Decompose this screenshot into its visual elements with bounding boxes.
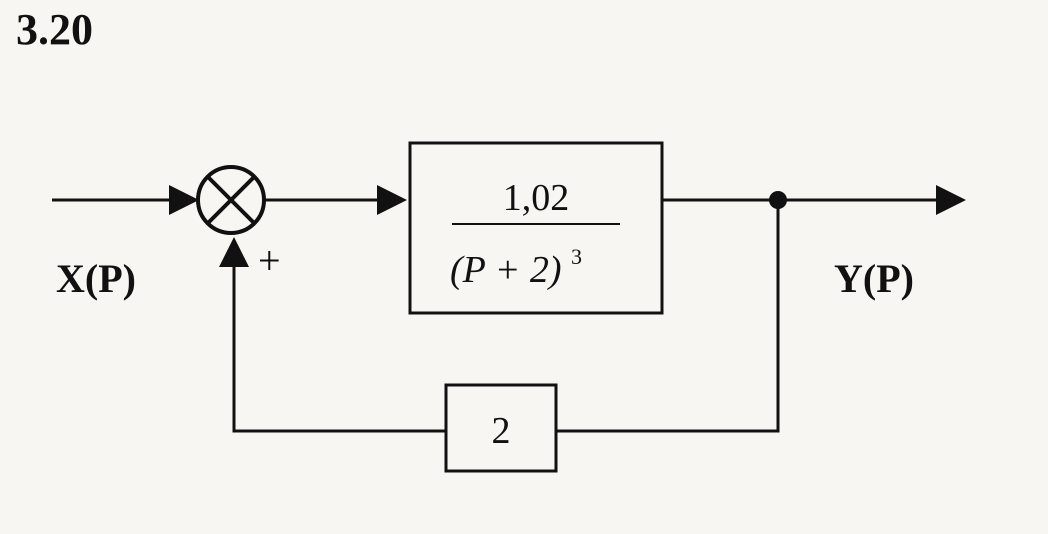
summing-junction [196,165,266,235]
summer-sign: + [258,238,281,283]
denominator-exponent: 3 [571,244,582,269]
forward-numerator: 1,02 [503,177,570,219]
forward-denominator: (P + 2) 3 [450,244,582,291]
denominator-base: (P + 2) [450,249,561,291]
feedback-path-right [556,200,780,433]
output-label: Y(P) [834,256,914,301]
feedback-path-left [219,237,446,433]
feedback-gain: 2 [492,410,511,452]
feedback-block [444,383,558,473]
input-label: X(P) [56,256,136,301]
forward-transfer-block [408,141,664,315]
problem-number: 3.20 [16,5,93,54]
